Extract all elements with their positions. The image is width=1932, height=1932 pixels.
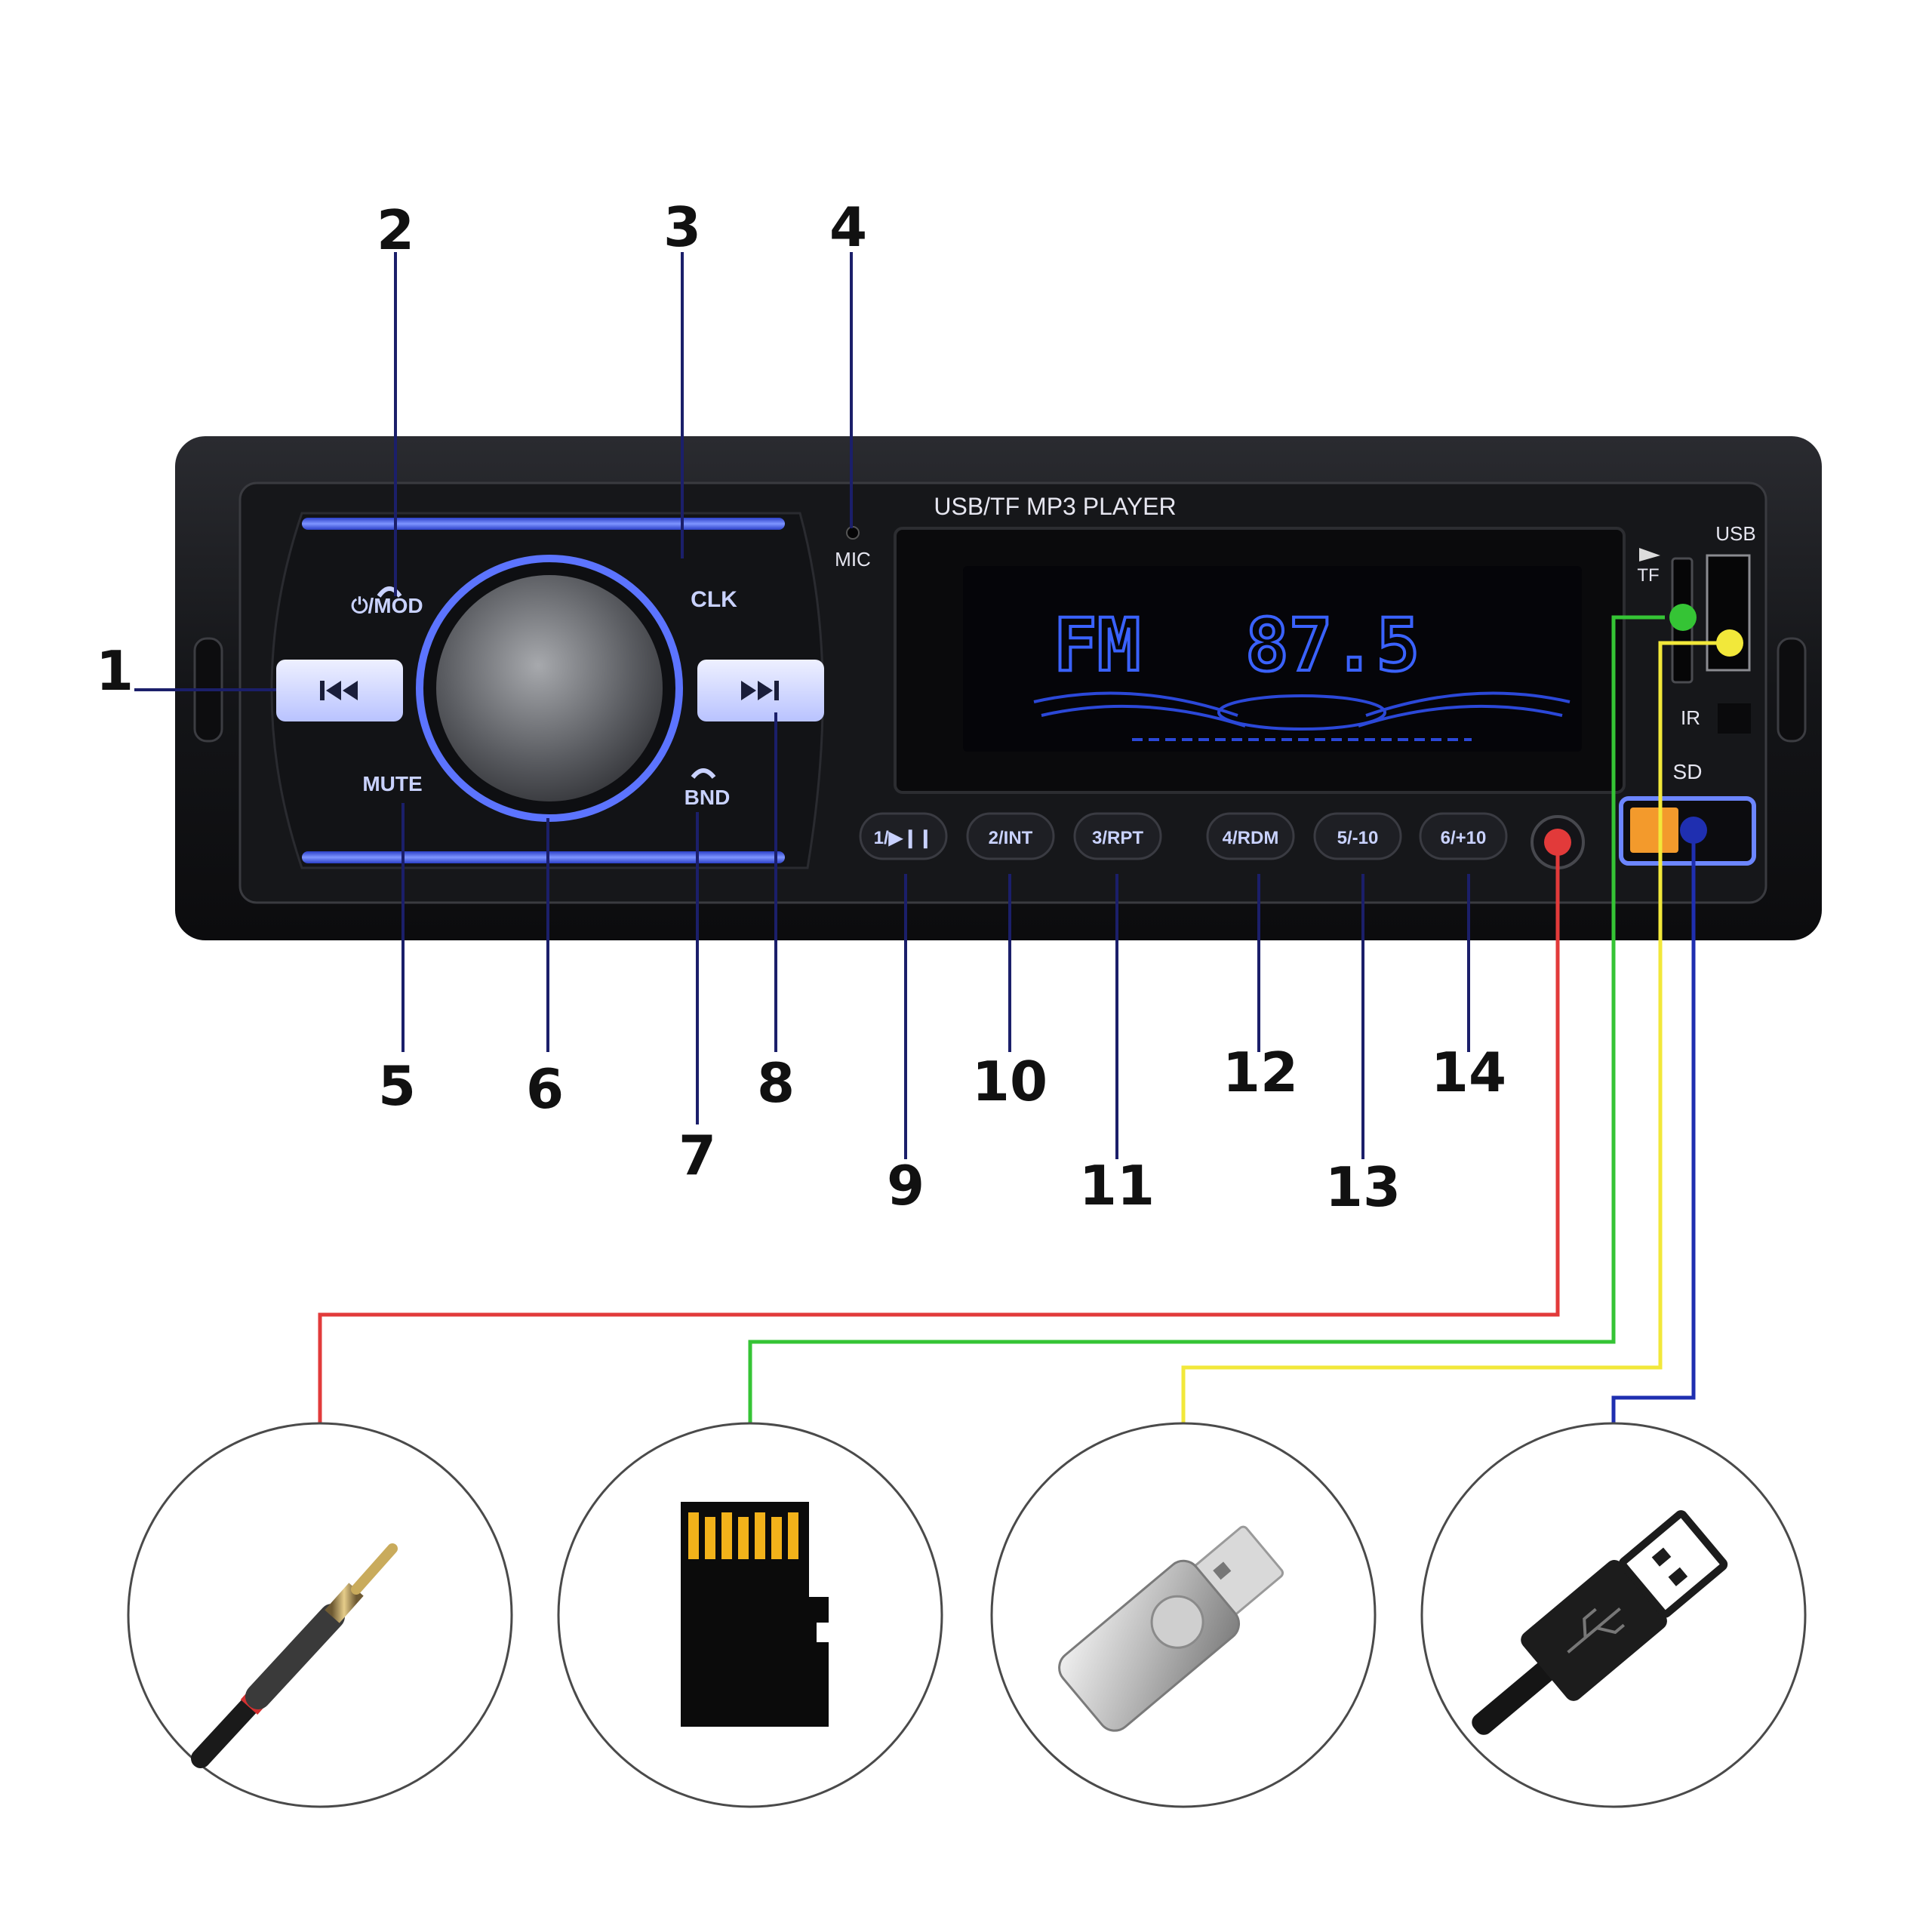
callout-12: 12 — [1223, 1041, 1298, 1104]
connection-lines — [318, 615, 1727, 1423]
usb-label: USB — [1715, 522, 1755, 545]
mute-button[interactable]: MUTE — [362, 772, 422, 795]
preset-button-3[interactable]: 3/RPT — [1073, 812, 1162, 860]
callout-14: 14 — [1431, 1041, 1506, 1104]
clock-button[interactable]: CLK — [691, 587, 737, 612]
preset-label-3: 3/RPT — [1092, 828, 1143, 848]
tf-arrow-icon — [1639, 548, 1660, 561]
aux-marker-dot — [1544, 829, 1571, 856]
aux-connection-line — [318, 842, 1560, 1423]
callout-1: 1 — [96, 639, 134, 703]
connector-usb-drive — [990, 1422, 1377, 1808]
mic-label: MIC — [835, 548, 871, 571]
band-label: BND — [685, 786, 731, 809]
callout-3: 3 — [663, 195, 701, 259]
preset-button-5[interactable]: 5/-10 — [1313, 812, 1402, 860]
ir-sensor — [1718, 703, 1751, 734]
previous-track-icon — [320, 681, 358, 700]
microphone-hole — [846, 526, 860, 540]
callout-4: 4 — [829, 195, 867, 259]
callout-9: 9 — [887, 1154, 924, 1217]
usb-front-port-insert — [1630, 808, 1678, 853]
next-track-icon — [741, 681, 779, 700]
callout-10: 10 — [972, 1050, 1048, 1113]
next-button[interactable] — [697, 660, 824, 721]
usb-drive-marker-dot — [1716, 629, 1743, 657]
connector-aux — [127, 1422, 513, 1808]
tf-marker-dot — [1669, 604, 1697, 631]
preset-label-6: 6/+10 — [1441, 828, 1487, 848]
aux-jack-icon — [191, 1543, 398, 1768]
band-button[interactable]: BND — [685, 768, 731, 809]
volume-knob[interactable] — [416, 555, 683, 822]
sd-logo: SD — [1673, 760, 1703, 783]
lcd-band: FM — [1054, 603, 1141, 688]
connector-tf — [557, 1422, 943, 1808]
preset-label-1: 1/▶❙❙ — [874, 828, 934, 849]
usb-cable-connection-line — [1611, 830, 1696, 1423]
previous-button[interactable] — [276, 660, 403, 721]
callout-13: 13 — [1325, 1155, 1401, 1219]
callout-7: 7 — [678, 1124, 716, 1187]
usb-cable-marker-dot — [1680, 817, 1707, 844]
power-mode-button[interactable]: ⏻/MOD — [351, 586, 423, 617]
right-release-slot[interactable] — [1777, 637, 1807, 743]
top-light-strip — [302, 518, 785, 530]
micro-sd-contacts — [688, 1512, 798, 1559]
preset-button-6[interactable]: 6/+10 — [1419, 812, 1508, 860]
radio-unit: ⏻/MOD CLK MUTE BND MIC USB/TF MP3 PLAYER… — [175, 436, 1822, 940]
usb-symbol-icon — [1567, 1607, 1626, 1654]
spectrum-graphic — [1033, 691, 1571, 741]
power-mode-label: ⏻/MOD — [351, 594, 423, 617]
callout-numbers: 1 2 3 4 5 6 7 8 9 10 11 12 13 14 — [96, 195, 1506, 1219]
bottom-light-strip — [302, 851, 785, 863]
phone-hangup-icon — [377, 586, 402, 598]
preset-label-4: 4/RDM — [1223, 828, 1279, 848]
callout-5: 5 — [378, 1054, 416, 1118]
preset-button-4[interactable]: 4/RDM — [1206, 812, 1295, 860]
phone-answer-icon — [691, 768, 716, 779]
callout-2: 2 — [377, 198, 414, 262]
preset-button-2[interactable]: 2/INT — [966, 812, 1055, 860]
preset-label-2: 2/INT — [989, 828, 1033, 848]
knob-face — [436, 575, 663, 801]
ir-label: IR — [1681, 706, 1700, 729]
preset-button-1[interactable]: 1/▶❙❙ — [859, 812, 948, 860]
tf-label: TF — [1637, 565, 1659, 586]
preset-label-5: 5/-10 — [1337, 828, 1379, 848]
device-title: USB/TF MP3 PLAYER — [934, 493, 1176, 520]
lcd-frequency: 87.5 — [1245, 603, 1420, 688]
usb-cable-icon — [1472, 1510, 1728, 1735]
callout-lines — [134, 252, 1470, 1159]
usb-flash-drive-icon — [1058, 1525, 1284, 1732]
callout-6: 6 — [526, 1057, 564, 1121]
callout-8: 8 — [757, 1051, 795, 1115]
callout-11: 11 — [1079, 1154, 1155, 1217]
connector-usb-cable — [1420, 1422, 1807, 1808]
tf-connection-line — [748, 615, 1665, 1423]
usb-drive-connection-line — [1181, 641, 1727, 1423]
